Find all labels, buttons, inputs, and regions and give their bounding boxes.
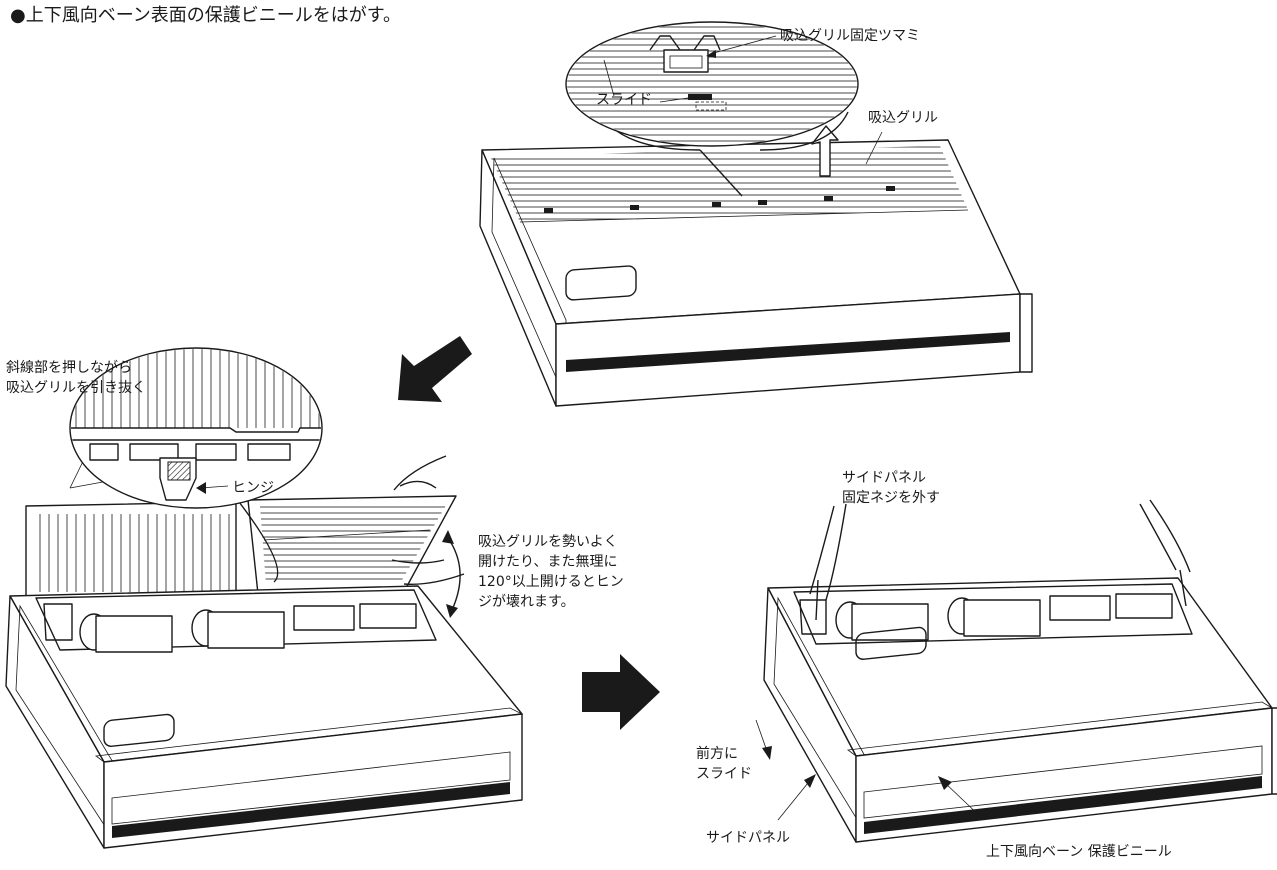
knob-magnifier [565,21,859,197]
top-unit [479,125,1033,407]
hinge-label: ヒンジ [232,480,274,496]
forward-label: 前方に スライド [696,746,752,782]
caution-label: 吸込グリルを勢いよく 開けたり、また無理に 120°以上開けるとヒン ジが壊れま… [478,534,624,610]
side-panel-label: サイドパネル [706,830,790,846]
push-label: 斜線部を押しながら 吸込グリルを引き抜く [6,360,146,396]
callout-lines [603,35,985,821]
grille-label: 吸込グリル [868,110,938,126]
left-unit [5,455,524,849]
screw-label: サイドパネル 固定ネジを外す [842,470,940,506]
instruction-text: ●上下風向ベーン表面の保護ビニールをはがす。 [10,5,402,26]
diagonal-arrow [398,336,472,402]
slide-label: スライド [596,92,652,108]
vinyl-label: 上下風向ベーン 保護ビニール [986,844,1172,860]
right-arrow [582,654,660,730]
hinge-magnifier [69,347,323,583]
knob-label: 吸込グリル固定ツマミ [780,28,920,44]
right-unit [763,499,1277,843]
